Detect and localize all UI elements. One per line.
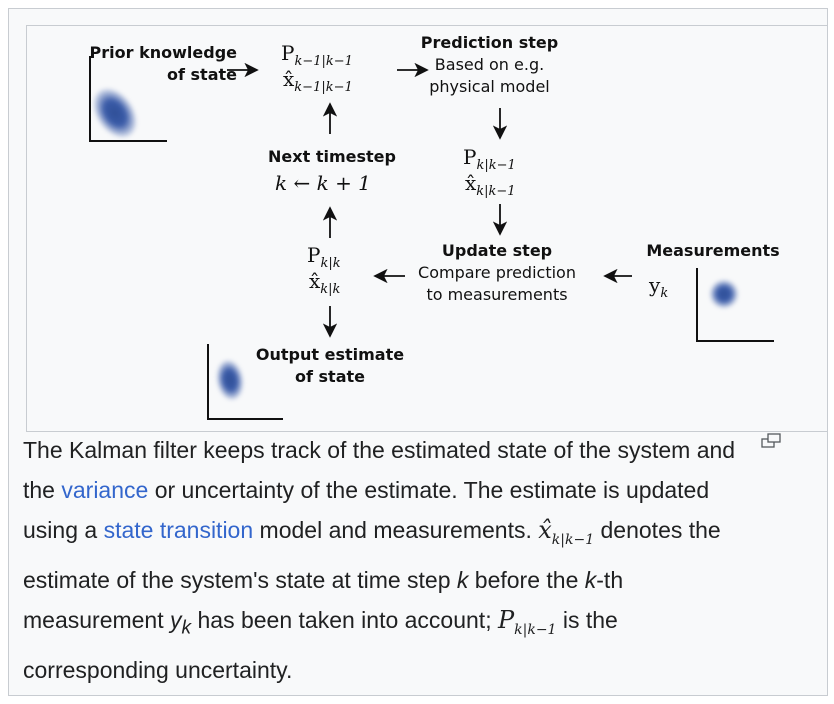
math-y: yk <box>170 606 192 639</box>
prior-y-axis <box>89 56 91 142</box>
post-state: x̂k|k <box>309 269 341 297</box>
measurements-title: Measurements <box>646 241 780 260</box>
output-y-axis <box>207 344 209 420</box>
prev-state: x̂k−1|k−1 <box>283 67 353 95</box>
post-covariance: Pk|k <box>307 243 341 271</box>
state-transition-link[interactable]: state transition <box>103 517 254 543</box>
update-step: Update step Compare prediction to measur… <box>407 240 587 306</box>
prev-covariance: Pk−1|k−1 <box>281 41 353 69</box>
next-timestep-title: Next timestep <box>268 147 396 166</box>
update-desc: Compare prediction <box>418 263 576 282</box>
math-x-hat: x̂k|k−1 <box>538 516 595 548</box>
figure-thumbnail: Prior knowledge of state Pk−1|k−1 x̂k−1|… <box>8 8 828 696</box>
pred-covariance: Pk|k−1 <box>463 145 516 173</box>
output-label-line: of state <box>295 367 365 386</box>
next-timestep-formula: k ← k + 1 <box>275 171 371 195</box>
math-p: Pk|k−1 <box>497 605 557 638</box>
figure-caption: The Kalman filter keeps track of the est… <box>23 437 736 683</box>
update-desc: to measurements <box>426 285 568 304</box>
measurement-distribution-blob <box>710 280 738 308</box>
update-title: Update step <box>441 241 553 260</box>
prior-label-line: of state <box>167 65 237 84</box>
enlarge-icon[interactable] <box>761 433 783 449</box>
prior-knowledge-label: Prior knowledge of state <box>47 42 237 86</box>
measurement-y-axis <box>696 268 698 342</box>
prediction-desc: physical model <box>429 77 550 96</box>
prior-label-line: Prior knowledge <box>89 43 237 62</box>
variance-link[interactable]: variance <box>61 477 149 503</box>
prior-x-axis <box>89 140 167 142</box>
output-x-axis <box>207 418 283 420</box>
pred-state: x̂k|k−1 <box>465 171 516 199</box>
kalman-filter-diagram[interactable]: Prior knowledge of state Pk−1|k−1 x̂k−1|… <box>26 25 828 432</box>
output-estimate-label: Output estimate of state <box>245 344 415 388</box>
measurement-var: yk <box>649 273 669 301</box>
output-label-line: Output estimate <box>255 345 405 364</box>
prediction-title: Prediction step <box>420 33 559 52</box>
prediction-desc: Based on e.g. <box>434 55 545 74</box>
measurement-x-axis <box>696 340 774 342</box>
flow-arrows <box>227 62 632 338</box>
prediction-step: Prediction step Based on e.g. physical m… <box>402 32 577 98</box>
